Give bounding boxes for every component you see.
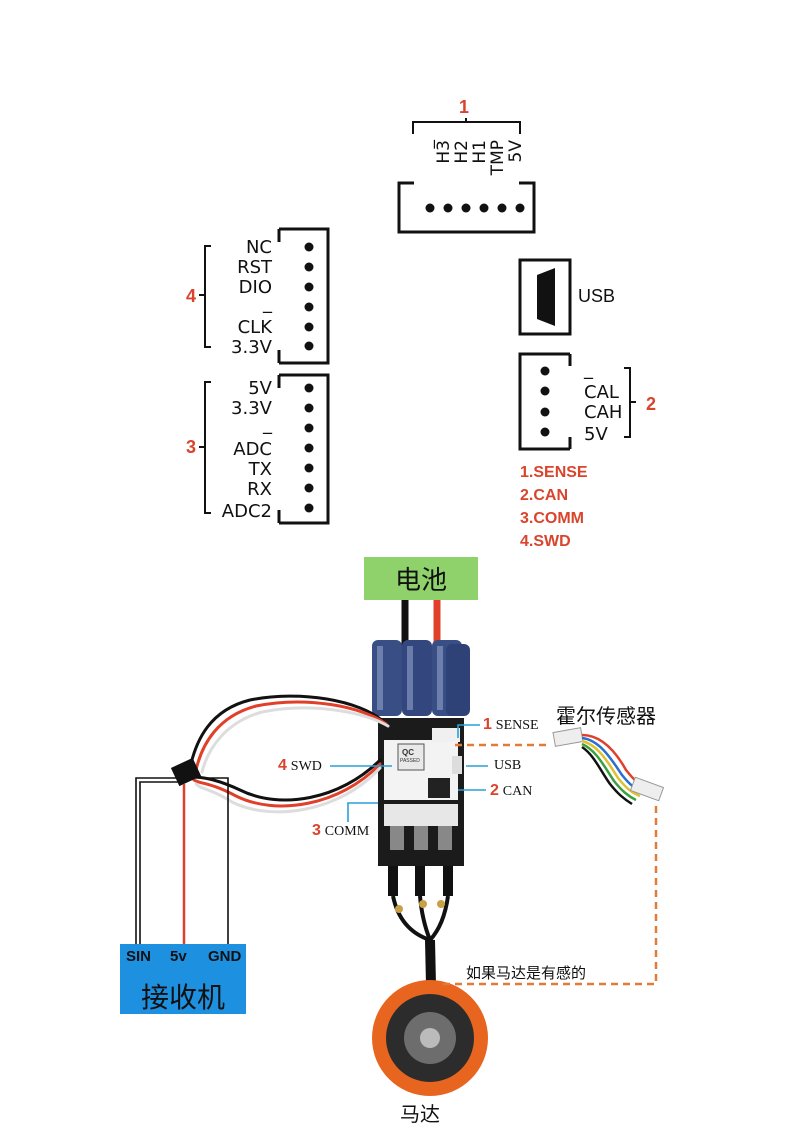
sensored-dashed-line (440, 743, 658, 986)
hall-sensor-cable (552, 727, 665, 806)
connector-3-pin-2: _ (263, 414, 272, 435)
callout-sense-label: SENSE (495, 718, 539, 733)
connector-1-bracket (412, 118, 521, 134)
connector-2-number: 2 (646, 394, 657, 414)
callout-can-number: 2 (490, 782, 499, 799)
usb-label: USB (578, 286, 616, 306)
connector-3-pin-1: 3.3V (231, 398, 272, 419)
callout-comm-label: COMM (324, 824, 370, 839)
connector-4-pin-3: _ (263, 293, 272, 314)
connector-4-pin-5: 3.3V (231, 337, 272, 358)
connector-2-bracket (624, 367, 636, 438)
legend-item-sense: 1.SENSE (520, 464, 588, 481)
connector-3-pin-0: 5V (248, 378, 272, 399)
callout-comm-number: 3 (312, 822, 321, 839)
connector-4-bracket (199, 245, 211, 348)
receiver-wires (135, 777, 229, 944)
legend-item-comm: 3.COMM (520, 510, 584, 527)
connector-3-pin-4: TX (248, 459, 272, 480)
receiver-box: SIN 5v GND 接收机 (120, 944, 246, 1014)
callout-swd: 4 SWD (278, 757, 322, 775)
callout-lines (330, 724, 488, 822)
callout-swd-label: SWD (290, 759, 322, 774)
connector-3-pin-6: ADC2 (221, 501, 272, 522)
motor-label: 马达 (400, 1104, 440, 1126)
connector-4-pin-4: CLK (237, 317, 272, 338)
receiver-pin-gnd: GND (208, 948, 242, 965)
legend-item-swd: 4.SWD (520, 533, 571, 550)
connector-1-number: 1 (459, 97, 470, 117)
callout-can-label: CAN (502, 784, 533, 799)
motor (372, 980, 488, 1096)
battery-label: 电池 (394, 566, 447, 595)
board-passed-mark: PASSED (400, 758, 420, 764)
battery-box: 电池 (364, 557, 478, 600)
legend-item-can: 2.CAN (520, 487, 569, 504)
connector-4-pin-1: RST (237, 257, 272, 278)
receiver-pin-5v: 5v (170, 948, 187, 965)
connector-2-housing (518, 352, 572, 451)
callout-swd-number: 4 (278, 757, 287, 774)
callout-sense: 1 SENSE (483, 716, 539, 734)
callout-can: 2 CAN (490, 782, 532, 800)
hall-sensor-label: 霍尔传感器 (556, 706, 656, 728)
callout-sense-number: 1 (483, 716, 492, 733)
sensored-note: 如果马达是有感的 (466, 966, 587, 982)
connector-3-pin-3: ADC (233, 439, 272, 460)
receiver-pin-sin: SIN (126, 948, 152, 965)
connector-2-pin-2: CAH (584, 402, 623, 423)
connector-1-housing (397, 181, 536, 234)
connector-4-number: 4 (186, 286, 197, 306)
servo-lead (170, 694, 390, 814)
connector-2-pin-1: CAL (584, 382, 619, 403)
connector-4-pin-0: NC (245, 237, 272, 258)
capacitors (372, 640, 470, 716)
callout-comm: 3 COMM (312, 822, 369, 840)
receiver-label: 接收机 (140, 983, 225, 1014)
connector-4-housing (277, 227, 330, 365)
connector-3-housing (277, 373, 330, 525)
usb-housing (518, 258, 572, 336)
connector-3-pin-5: RX (247, 479, 272, 500)
connector-3-bracket (199, 381, 211, 514)
esc-board (378, 718, 464, 866)
callout-usb-label: USB (494, 758, 522, 773)
connector-3-number: 3 (186, 437, 197, 457)
connector-4-pin-2: DIO (238, 277, 272, 298)
board-qc-mark: QC (402, 748, 414, 757)
connector-2-pin-0: _ (584, 359, 593, 380)
connector-2-pin-3: 5V (584, 424, 608, 445)
